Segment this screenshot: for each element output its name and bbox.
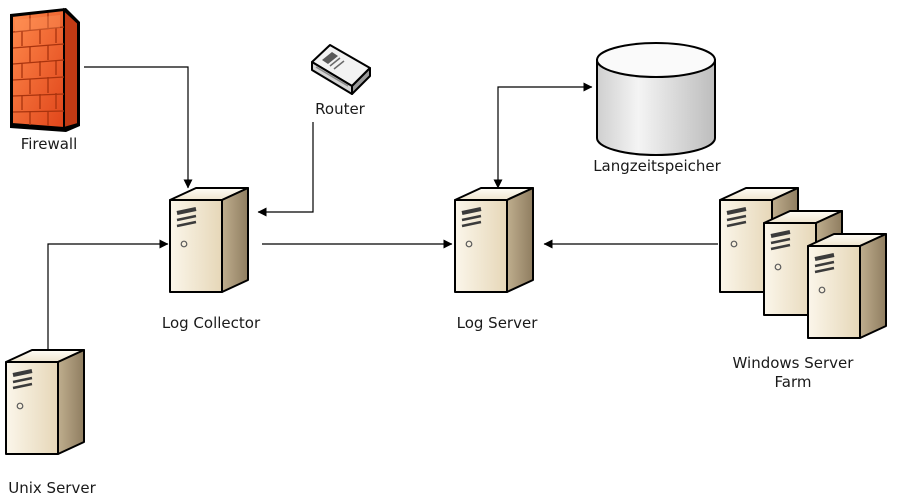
- log-collector-label: Log Collector: [161, 314, 261, 332]
- edge-log-server-storage: [493, 82, 593, 189]
- edge-firewall-to-log-collector: [84, 66, 193, 189]
- server-farm-icon: [718, 186, 888, 340]
- log-server-label: Log Server: [456, 314, 538, 332]
- database-icon: [596, 42, 716, 156]
- log-server-icon: [453, 186, 535, 294]
- router-label: Router: [315, 100, 365, 118]
- firewall-icon: [10, 7, 80, 132]
- windows-server-farm-label: Windows Server Farm: [708, 354, 878, 392]
- edge-router-to-log-collector: [257, 122, 314, 217]
- router-icon: [311, 44, 371, 95]
- edge-unix-to-log-collector: [47, 239, 169, 352]
- unix-server-icon: [4, 348, 86, 456]
- connectors: [47, 66, 718, 352]
- log-collector-server-icon: [168, 186, 250, 294]
- windows-server-farm-label-line2: Farm: [774, 373, 812, 391]
- unix-server-label: Unix Server: [8, 479, 96, 496]
- firewall-label: Firewall: [20, 135, 78, 153]
- storage-label: Langzeitspeicher: [593, 157, 721, 175]
- windows-server-farm-label-line1: Windows Server: [732, 354, 854, 372]
